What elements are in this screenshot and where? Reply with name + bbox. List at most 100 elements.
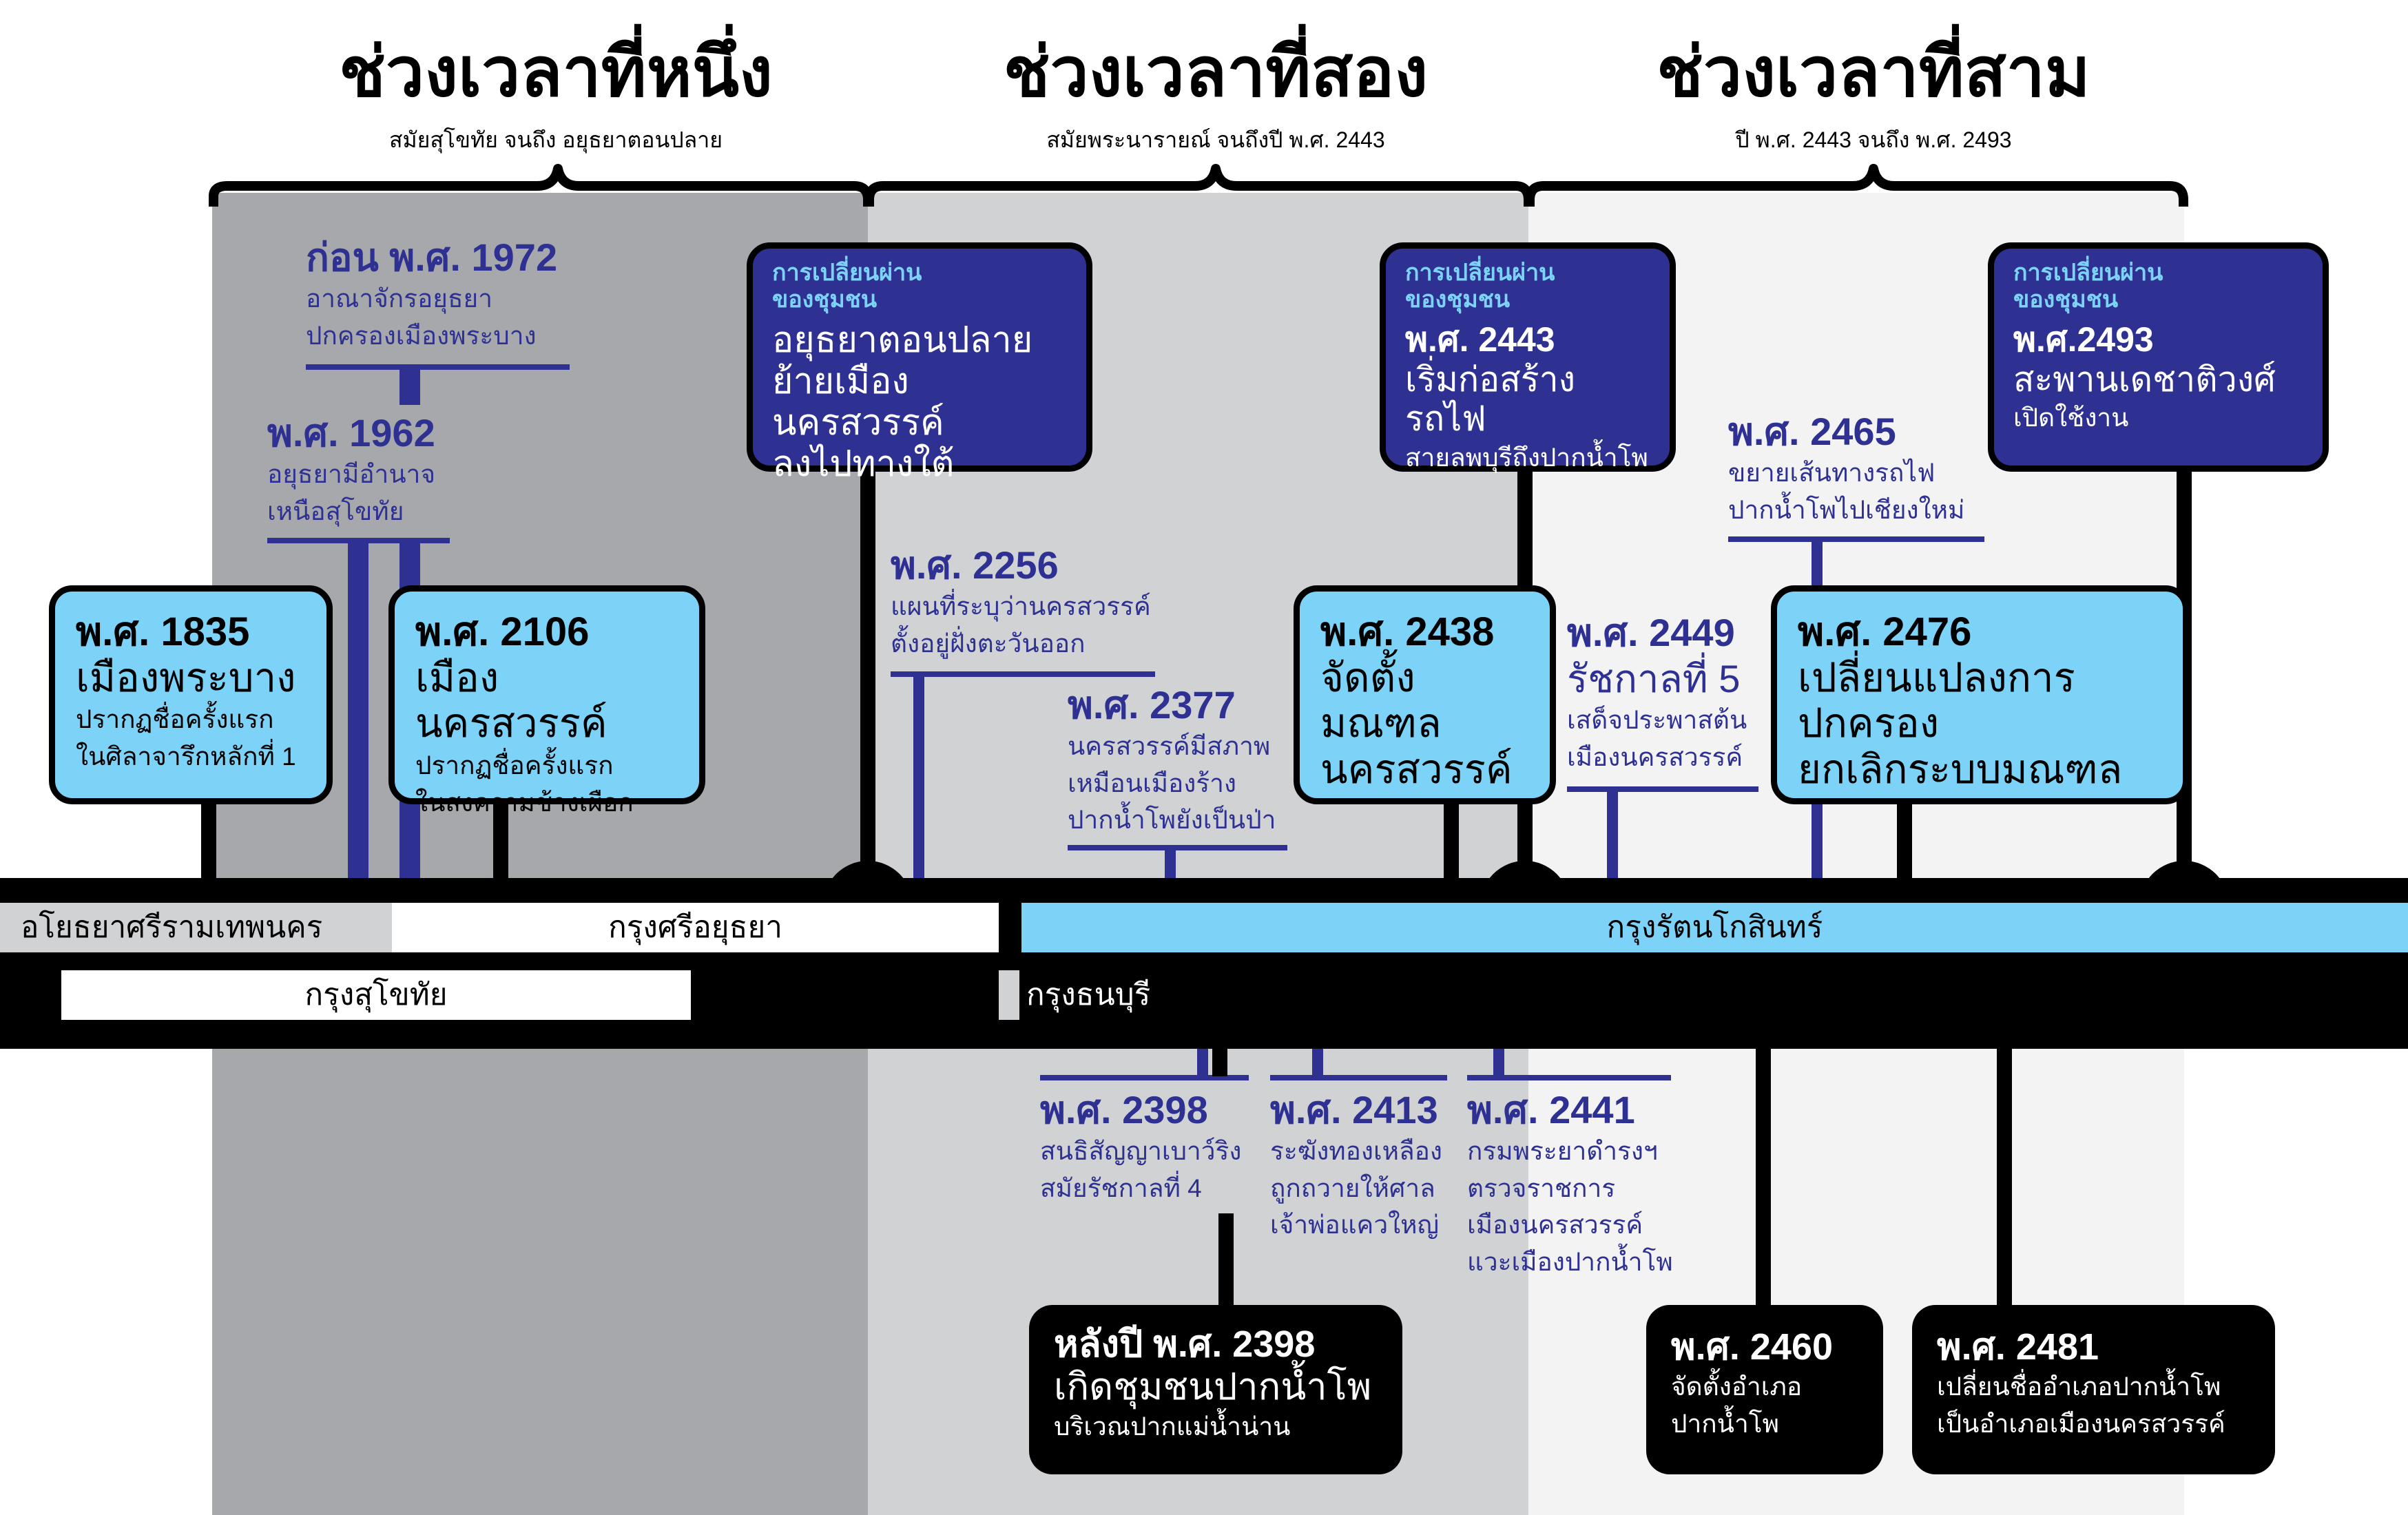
event-line: เป็นอำเภอเมืองนครสวรรค์ <box>1937 1409 2225 1438</box>
stem-1835 <box>201 799 216 878</box>
event-title: เกิดชุมชนปากน้ำโพ <box>1054 1366 1372 1408</box>
event-box-2481: พ.ศ. 2481 เปลี่ยนชื่ออำเภอปากน้ำโพ เป็นอ… <box>1912 1305 2275 1474</box>
note-2398: พ.ศ. 2398 สนธิสัญญาเบาว์ริง สมัยรัชกาลที… <box>1040 1087 1242 1206</box>
stem-after-2398 <box>1218 1213 1234 1306</box>
transition-line: ลงไปทางใต้ <box>772 443 955 484</box>
era-thonburi-marker <box>999 970 1019 1020</box>
event-year: พ.ศ. 1835 <box>76 609 250 654</box>
event-title: ยกเลิกระบบมณฑล <box>1798 747 2123 793</box>
event-year: พ.ศ. 2476 <box>1798 609 1972 654</box>
connector-1962-stem-a <box>348 541 369 878</box>
connector-2449-stem <box>1607 789 1618 878</box>
transition-box-1: การเปลี่ยนผ่านของชุมชน อยุธยาตอนปลาย ย้า… <box>747 242 1092 484</box>
period-1-subtitle: สมัยสุโขทัย จนถึง อยุธยาตอนปลาย <box>389 127 723 152</box>
note-1972: ก่อน พ.ศ. 1972 อาณาจักรอยุธยา ปกครองเมือ… <box>306 234 557 354</box>
event-title: เมืองนครสวรรค์ <box>415 655 608 746</box>
era-sukhothai: กรุงสุโขทัย <box>61 970 691 1020</box>
note-line: ตั้งอยู่ฝั่งตะวันออก <box>891 629 1086 658</box>
period-3-subtitle: ปี พ.ศ. 2443 จนถึง พ.ศ. 2493 <box>1735 127 2012 152</box>
transition-line: อยุธยาตอนปลาย <box>772 320 1033 361</box>
event-box-1835: พ.ศ. 1835 เมืองพระบาง ปรากฏชื่อครั้งแรก … <box>49 585 333 804</box>
note-line: อยุธยามีอำนาจ <box>267 460 436 489</box>
note-year: พ.ศ. 2449 <box>1567 611 1735 654</box>
event-year: พ.ศ. 2460 <box>1671 1326 1834 1368</box>
event-year: พ.ศ. 2481 <box>1937 1326 2099 1368</box>
connector-2256-stem <box>913 674 924 878</box>
note-year: พ.ศ. 2256 <box>891 543 1059 587</box>
note-title: รัชกาลที่ 5 <box>1567 657 1741 701</box>
connector-2377-stem <box>1165 848 1176 878</box>
note-year: พ.ศ. 2398 <box>1040 1088 1208 1131</box>
note-line: สมัยรัชกาลที่ 4 <box>1040 1173 1202 1202</box>
stem-2460 <box>1756 1049 1771 1307</box>
note-line: ปากน้ำโพไปเชียงใหม่ <box>1728 495 1965 524</box>
note-line: เหมือนเมืองร้าง <box>1068 769 1236 797</box>
event-line: เปลี่ยนชื่ออำเภอปากน้ำโพ <box>1937 1372 2221 1401</box>
stem-2476 <box>1897 799 1912 878</box>
stem-transition-1 <box>860 468 875 878</box>
event-year: หลังปี พ.ศ. 2398 <box>1054 1324 1316 1365</box>
note-year: พ.ศ. 2413 <box>1270 1088 1438 1131</box>
period-2-title: ช่วงเวลาที่สอง <box>1003 34 1429 111</box>
transition-label: การเปลี่ยนผ่าน <box>772 260 922 286</box>
note-year: พ.ศ. 2377 <box>1068 683 1236 727</box>
note-line: นครสวรรค์มีสภาพ <box>1068 732 1271 761</box>
brace-period-3 <box>1525 164 2188 207</box>
event-line: จัดตั้งอำเภอ <box>1671 1372 1803 1401</box>
transition-year: พ.ศ.2493 <box>2013 320 2154 359</box>
note-line: เมืองนครสวรรค์ <box>1467 1211 1643 1240</box>
note-line: เจ้าพ่อแควใหญ่ <box>1270 1211 1440 1240</box>
era-ayodhya: อโยธยาศรีรามเทพนคร <box>0 903 392 952</box>
note-line: เหนือสุโขทัย <box>267 497 404 525</box>
note-2441: พ.ศ. 2441 กรมพระยาดำรงฯ ตรวจราชการ เมือง… <box>1467 1087 1673 1281</box>
event-year: พ.ศ. 2438 <box>1320 609 1495 654</box>
connector-2256 <box>891 671 1155 677</box>
event-line: ในสงครามช้างเผือก <box>415 788 634 817</box>
transition-line: เปิดใช้งาน <box>2013 404 2129 432</box>
note-year: ก่อน พ.ศ. 1972 <box>306 236 558 279</box>
connector-2413-stem <box>1312 1049 1323 1076</box>
event-title: นครสวรรค์ <box>1320 747 1513 793</box>
note-line: ปกครองเมืองพระบาง <box>306 321 537 350</box>
event-box-2476: พ.ศ. 2476 เปลี่ยนแปลงการปกครอง ยกเลิกระบ… <box>1771 585 2189 804</box>
era-thonburi: กรุงธนบุรี <box>1026 978 1151 1012</box>
note-1962: พ.ศ. 1962 อยุธยามีอำนาจ เหนือสุโขทัย <box>267 410 435 530</box>
era-ayutthaya: กรุงศรีอยุธยา <box>392 903 999 952</box>
stem-2438 <box>1444 799 1459 878</box>
event-box-after-2398: หลังปี พ.ศ. 2398 เกิดชุมชนปากน้ำโพ บริเว… <box>1029 1305 1402 1474</box>
stem-2106 <box>493 799 508 878</box>
transition-title: สะพานเดชาติวงศ์ <box>2013 359 2276 399</box>
connector-2398-stem <box>1197 1049 1208 1076</box>
brace-period-2 <box>864 164 1533 207</box>
note-line: ถูกถวายให้ศาล <box>1270 1173 1435 1202</box>
event-box-2460: พ.ศ. 2460 จัดตั้งอำเภอ ปากน้ำโพ <box>1646 1305 1883 1474</box>
connector-2398 <box>1040 1075 1249 1080</box>
event-title: เปลี่ยนแปลงการปกครอง <box>1798 655 2075 746</box>
note-2449: พ.ศ. 2449 รัชกาลที่ 5 เสด็จประพาสต้น เมื… <box>1567 609 1747 776</box>
note-year: พ.ศ. 2441 <box>1467 1088 1635 1131</box>
note-year: พ.ศ. 1962 <box>267 411 435 454</box>
transition-line: ย้ายเมืองนครสวรรค์ <box>772 361 944 443</box>
note-line: แวะเมืองปากน้ำโพ <box>1467 1248 1673 1277</box>
note-line: กรมพระยาดำรงฯ <box>1467 1137 1658 1166</box>
transition-year: พ.ศ. 2443 <box>1405 320 1555 359</box>
note-year: พ.ศ. 2465 <box>1728 410 1896 453</box>
connector-1972-stem <box>399 367 420 405</box>
note-line: อาณาจักรอยุธยา <box>306 284 492 313</box>
transition-title: เริ่มก่อสร้างรถไฟ <box>1405 359 1576 439</box>
period-1-title: ช่วงเวลาที่หนึ่ง <box>339 34 773 111</box>
connector-2441-stem <box>1493 1049 1504 1076</box>
period-braces <box>209 164 2188 207</box>
event-title: จัดตั้งมณฑล <box>1320 655 1442 746</box>
note-line: ขยายเส้นทางรถไฟ <box>1728 459 1935 488</box>
transition-label: การเปลี่ยนผ่าน <box>1405 260 1555 286</box>
event-line: ปากน้ำโพ <box>1671 1409 1779 1438</box>
connector-2449 <box>1567 786 1758 792</box>
transition-label: การเปลี่ยนผ่าน <box>2013 260 2163 286</box>
connector-2413 <box>1270 1075 1447 1080</box>
note-line: ระฆังทองเหลือง <box>1270 1137 1442 1166</box>
period-3-title: ช่วงเวลาที่สาม <box>1657 34 2090 111</box>
note-line: เมืองนครสวรรค์ <box>1567 743 1743 772</box>
event-box-2438: พ.ศ. 2438 จัดตั้งมณฑล นครสวรรค์ <box>1294 585 1556 804</box>
event-line: ปรากฏชื่อครั้งแรก <box>76 705 274 734</box>
